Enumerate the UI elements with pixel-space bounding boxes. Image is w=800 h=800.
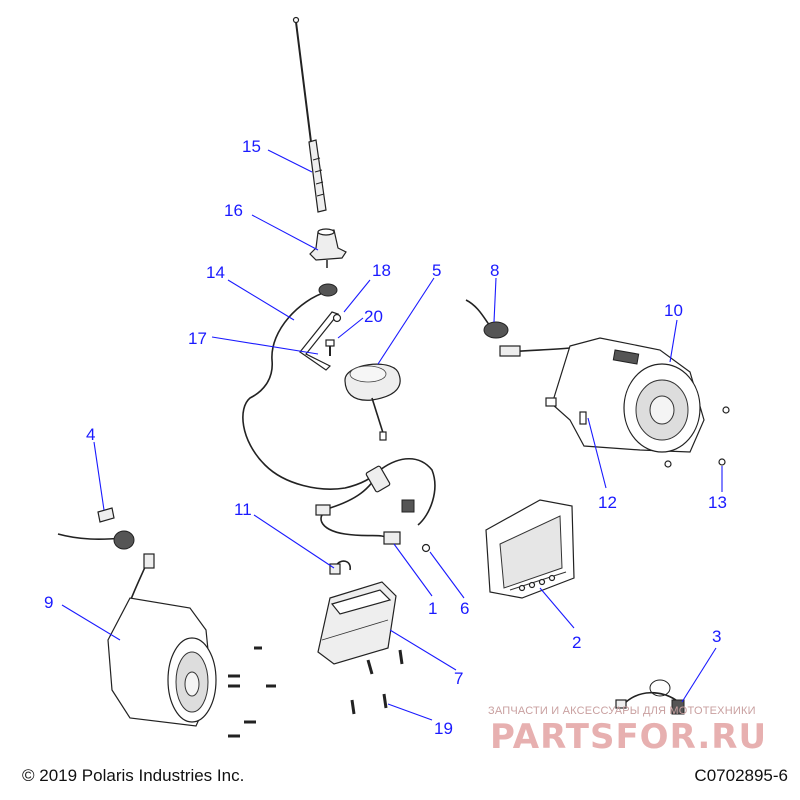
part-2-display-unit [485,499,575,599]
leader-3 [681,647,717,703]
callout-7: 7 [454,669,463,688]
callout-2: 2 [572,633,581,652]
part-16-antenna-base [309,228,347,268]
callout-19: 19 [434,719,453,738]
leader-14 [227,279,295,321]
leader-20 [337,317,364,339]
part-14-antenna-cable [242,283,381,490]
copyright-notice: © 2019 Polaris Industries Inc. [22,766,245,785]
callout-8: 8 [490,261,499,280]
drawing-number: C0702895-6 [694,766,788,785]
leader-2 [539,587,575,629]
watermark-caption: ЗАПЧАСТИ И АКСЕССУАРЫ ДЛЯ МОТОТЕХНИКИ [488,705,756,717]
leader-16 [251,214,319,251]
part-19-screws [350,649,404,715]
part-3-harness [615,679,685,715]
leader-6 [429,551,465,599]
leader-4 [93,441,105,511]
callout-16: 16 [224,201,243,220]
callout-18: 18 [372,261,391,280]
leader-12 [587,417,607,489]
part-15-antenna-mast [292,16,327,213]
leader-18 [343,279,371,313]
part-4-clip [97,507,115,523]
part-11-connector [329,560,351,575]
callout-20: 20 [364,307,383,326]
callout-6: 6 [460,599,469,618]
part-18-nut [332,313,342,323]
part-20-screw [325,339,335,356]
part-5-gps-antenna [344,363,401,441]
leader-10 [669,319,678,363]
callout-13: 13 [708,493,727,512]
callout-10: 10 [664,301,683,320]
callout-11: 11 [234,500,252,519]
part-8-speaker-harness [465,299,571,357]
leader-15 [267,149,313,173]
callout-15: 15 [242,137,261,156]
leader-11 [253,514,335,569]
part-9-left-speaker [57,530,276,738]
part-10-right-speaker [545,337,730,468]
watermark-logo: PARTSFOR.RU [490,717,768,757]
leader-19 [387,703,433,721]
callout-4: 4 [86,425,95,444]
leader-8 [493,277,497,323]
leader-lines [61,149,723,721]
callout-labels: 15 16 14 17 18 20 5 8 10 12 13 4 11 9 1 … [44,137,727,738]
leader-7 [389,629,457,671]
callout-5: 5 [432,261,441,280]
callout-1: 1 [428,599,437,618]
callout-17: 17 [188,329,207,348]
leader-5 [377,277,435,365]
part-1-wire-harness [315,458,436,545]
part-6-screw [421,543,431,553]
callout-12: 12 [598,493,617,512]
leader-1 [393,543,433,597]
leader-17 [211,336,319,355]
leader-9 [61,604,121,641]
callout-14: 14 [206,263,225,282]
callout-9: 9 [44,593,53,612]
part-7-amplifier-module [317,581,397,665]
callout-3: 3 [712,627,721,646]
